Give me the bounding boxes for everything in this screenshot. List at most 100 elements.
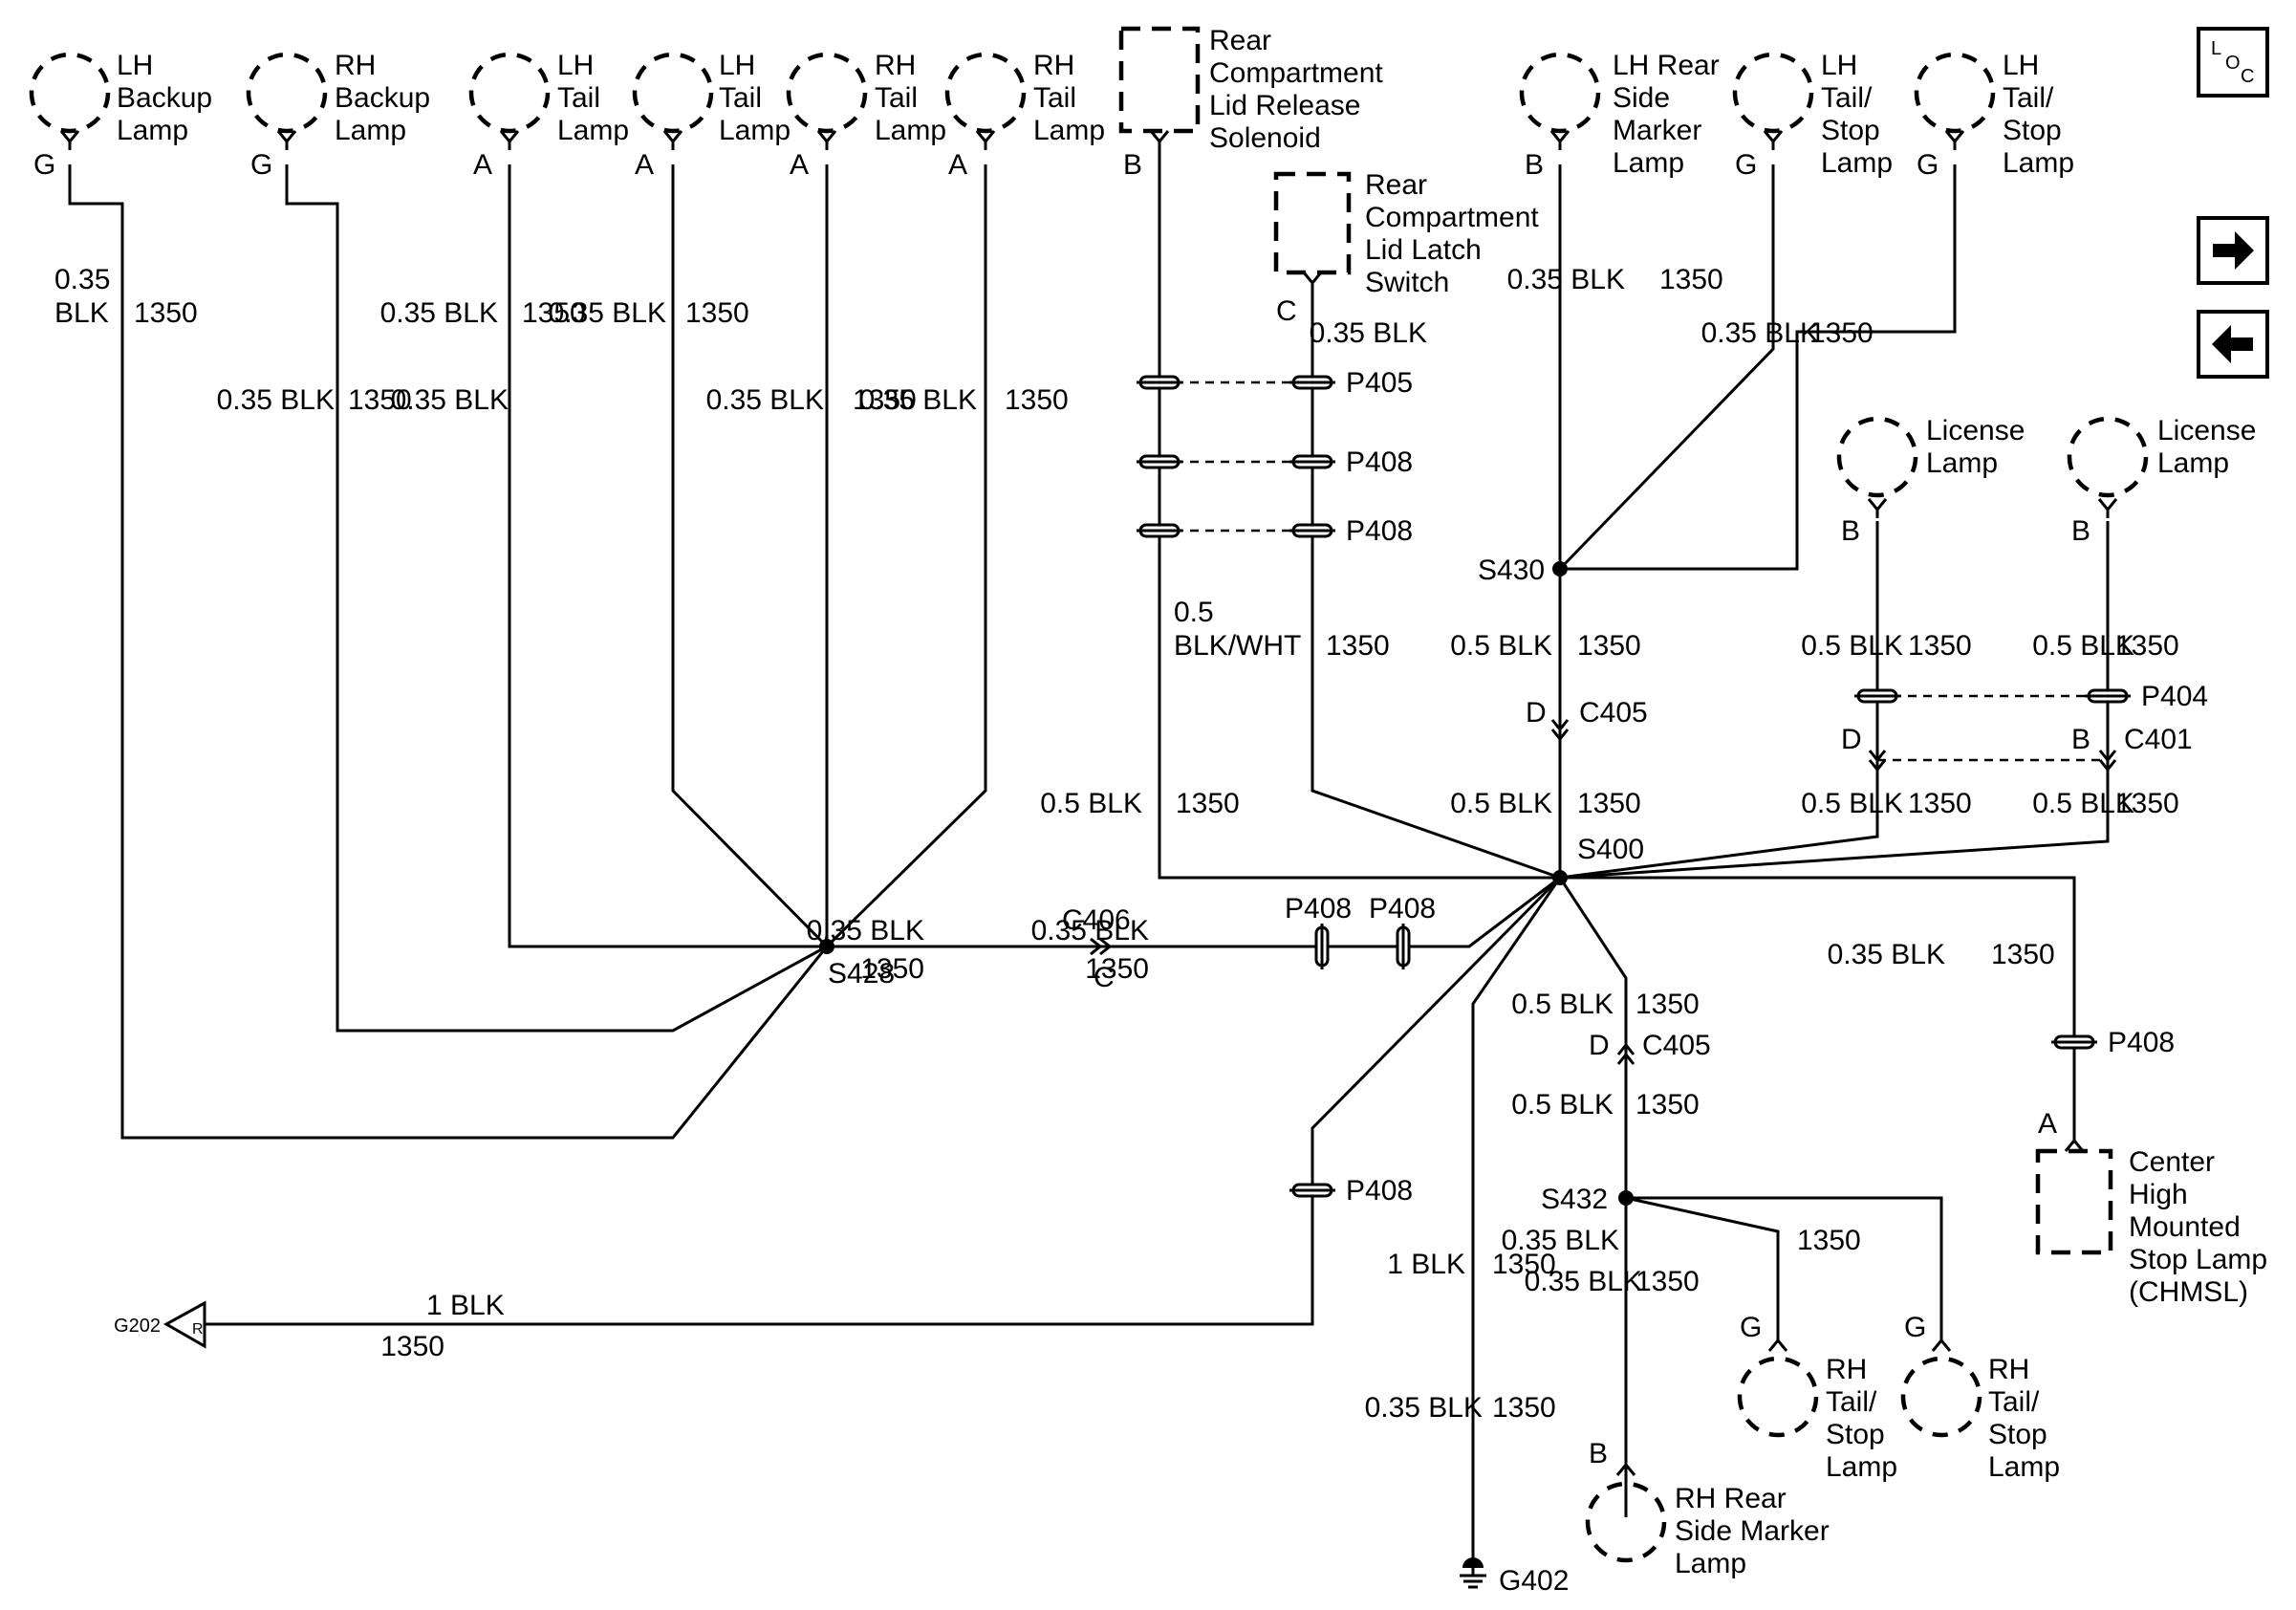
license-lamp-1 (1836, 416, 1918, 498)
s432-splice (1618, 1190, 1634, 1206)
rh-backup-label-line: Lamp (335, 115, 406, 146)
rh-tail-label-1-line: RH (875, 50, 916, 81)
c401-label: C401 (2124, 724, 2193, 755)
wire-gauge-label: 0.5 BLK (1801, 630, 1903, 662)
wire-gauge-label: 0.35 BLK (391, 384, 509, 416)
p408-label: P408 (1346, 1175, 1413, 1207)
circuit-number-label: 1350 (1005, 384, 1069, 416)
pin-label-g: G (1904, 1312, 1926, 1343)
wire-gauge-label: 0.35 BLK (1507, 264, 1625, 295)
pin-label-a: A (948, 149, 967, 181)
p408-label: P408 (1346, 515, 1413, 547)
wire-gauge-label: 0.35 BLK (1310, 317, 1427, 349)
circuit-number-label: 1350 (1176, 788, 1240, 819)
rh-backup-label-line: RH (335, 50, 376, 81)
wire-ground-g202 (205, 876, 1562, 1326)
pin-label-c: C (1094, 962, 1115, 993)
p405-label: P405 (1346, 367, 1413, 399)
rh-tail-stop-label-2-line: Lamp (1988, 1451, 2060, 1483)
lid-release-label-line: Rear (1209, 25, 1271, 56)
pin-label-g: G (1735, 149, 1757, 181)
circuit-number-label: 1350 (1635, 1089, 1700, 1120)
lh-rear-side-marker-lamp (1519, 52, 1601, 134)
lh-rear-side-marker-label-line: Side (1613, 82, 1670, 114)
pin-label-g: G (250, 149, 272, 181)
lid-latch-label-line: Rear (1365, 169, 1427, 201)
rh-tail-1-lamp (786, 52, 868, 134)
g402-label: G402 (1499, 1565, 1569, 1597)
nav-layer: LOC (2197, 27, 2269, 379)
license-pin-1 (1867, 498, 1888, 518)
wire-rh-tail-stop-2 (1626, 1196, 1943, 1334)
circuit-number-label: 1350 (1659, 264, 1723, 295)
g402-ground-icon (1460, 1566, 1486, 1589)
pin-label-a: A (2038, 1108, 2057, 1140)
rh-tail-label-2-line: Tail (1033, 82, 1076, 114)
arrow-left-icon-glyph (2212, 325, 2253, 363)
circuit-number-label: 1350 (1908, 788, 1972, 819)
lh-tail-stop-label-1-line: LH (1821, 50, 1857, 81)
circuit-number-label: 1350 (2115, 630, 2179, 662)
p408-label: P408 (1369, 893, 1436, 925)
circuit-number-label: 1350 (1492, 1249, 1556, 1280)
lh-backup-pin (59, 130, 80, 150)
circuit-number-label: 1350 (685, 297, 749, 329)
circuit-number-label: 1350 (1635, 989, 1700, 1020)
s428-splice (819, 939, 834, 954)
lh-tail-1-lamp (468, 52, 551, 134)
wire-lh-tail-1 (508, 164, 827, 948)
location-icon-frame (2197, 27, 2269, 98)
location-icon-letter: L (2211, 38, 2221, 59)
rh-backup-pin (276, 130, 297, 150)
lh-tail-2-pin (662, 130, 683, 150)
wire-gauge-label: 0.35 BLK (1365, 1392, 1483, 1424)
lh-tail-stop-label-2-line: Stop (2003, 115, 2062, 146)
wire-gauge-label: 0.35 BLK (1701, 317, 1819, 349)
p408-label: P408 (2108, 1027, 2175, 1058)
wire-gauge-label: 0.5 BLK (1040, 788, 1142, 819)
lid-release-label-line: Solenoid (1209, 122, 1321, 154)
wire-c406-to-s400 (1305, 876, 1561, 948)
rh-tail-label-2-line: RH (1033, 50, 1074, 81)
lh-backup-label-line: Lamp (117, 115, 188, 146)
location-icon: LOC (2197, 27, 2269, 98)
c405-label: C405 (1642, 1030, 1711, 1061)
pin-label-d: D (1526, 697, 1547, 729)
lh-tail-stop-label-2-line: LH (2003, 50, 2039, 81)
c406-connector (1090, 937, 1113, 956)
license-label-1-line: Lamp (1926, 447, 1998, 479)
s430-label: S430 (1478, 555, 1545, 586)
rh-tail-stop-label-2-line: RH (1988, 1354, 2029, 1385)
s432-label: S432 (1541, 1184, 1608, 1215)
wire-gauge-label: 0.35 BLK (380, 297, 498, 329)
c405-connector-upper (1550, 719, 1570, 742)
lh-tail-stop-2-lamp (1914, 52, 1996, 134)
wire-gauge-label: 0.35 BLK (217, 384, 335, 416)
rh-tail-stop-label-1-line: Lamp (1826, 1451, 1897, 1483)
rh-tail-label-1-line: Lamp (875, 115, 946, 146)
pin-label-d: D (1841, 724, 1862, 755)
rh-rear-side-marker-label-line: RH Rear (1675, 1483, 1787, 1514)
circuit-number-label: 1350 (1577, 788, 1641, 819)
wire-ground-g402 (1471, 877, 1562, 1566)
lh-tail-stop-1-lamp (1732, 52, 1814, 134)
arrow-right-icon (2197, 216, 2269, 285)
wire-gauge-label: 1 BLK (1387, 1249, 1465, 1280)
lh-tail-stop-label-1-line: Lamp (1821, 147, 1893, 179)
rh-tail-stop-label-1-line: Tail/ (1826, 1386, 1877, 1418)
lh-tail-stop-label-2-line: Lamp (2003, 147, 2074, 179)
pin-label-d: D (1589, 1030, 1610, 1061)
wire-gauge-label: 0.5 (1174, 597, 1214, 628)
wire-gauge-label: 1 BLK (426, 1290, 505, 1321)
lh-rear-side-marker-label-line: LH Rear (1613, 50, 1720, 81)
wire-lh-backup (68, 164, 829, 1140)
s400-splice (1552, 870, 1568, 885)
wire-color-label: BLK (54, 297, 109, 329)
g402-ground-cap (1462, 1557, 1484, 1568)
wire-gauge-label: 0.35 BLK (859, 384, 977, 416)
rh-tail-stop-label-2-line: Stop (1988, 1419, 2047, 1450)
lid-latch-pin (1302, 272, 1323, 292)
circuit-number-label: 1350 (2115, 788, 2179, 819)
lh-tail-label-1-line: LH (557, 50, 594, 81)
